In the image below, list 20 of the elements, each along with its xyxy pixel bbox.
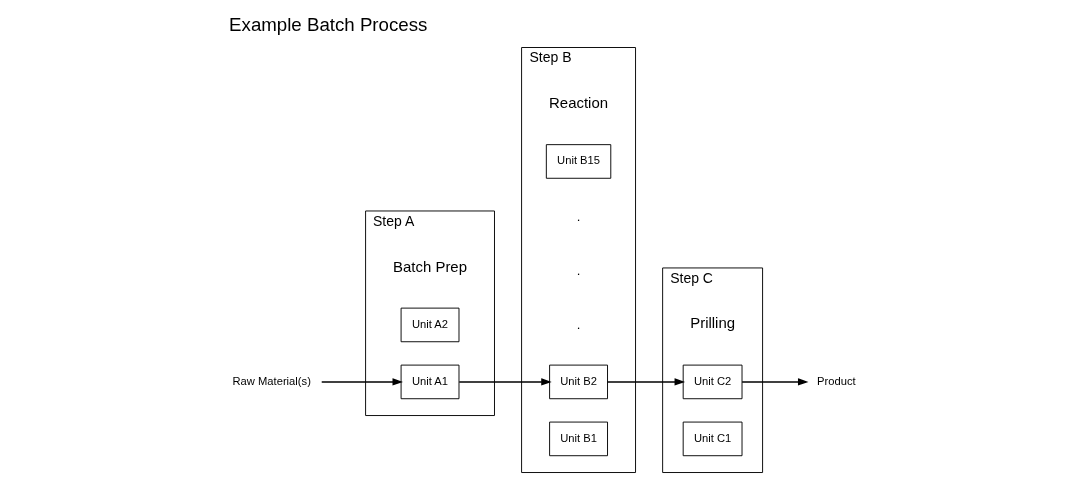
- arrow: [606, 378, 685, 386]
- label: .: [576, 317, 580, 333]
- node-label: Batch Prep: [392, 257, 467, 275]
- label: .: [576, 208, 580, 224]
- node-box: Unit C1: [682, 421, 742, 457]
- diagram-title: Example Batch Process: [228, 13, 427, 35]
- node-label: Reaction: [548, 94, 608, 112]
- node-text: Raw Material(s): [232, 374, 311, 387]
- node-box: Unit B2: [548, 364, 608, 400]
- arrow: [320, 378, 403, 386]
- node-box: Unit B15: [545, 144, 611, 179]
- label: .: [576, 263, 580, 279]
- node-box: Unit A1: [400, 364, 459, 400]
- node-box: Unit C2: [682, 364, 742, 400]
- arrow: [740, 378, 808, 386]
- node-text: Product: [816, 374, 856, 387]
- node-label: Prilling: [689, 314, 735, 332]
- node-box: Unit B1: [548, 421, 608, 457]
- arrow: [458, 378, 552, 386]
- node-box: Unit A2: [400, 307, 459, 343]
